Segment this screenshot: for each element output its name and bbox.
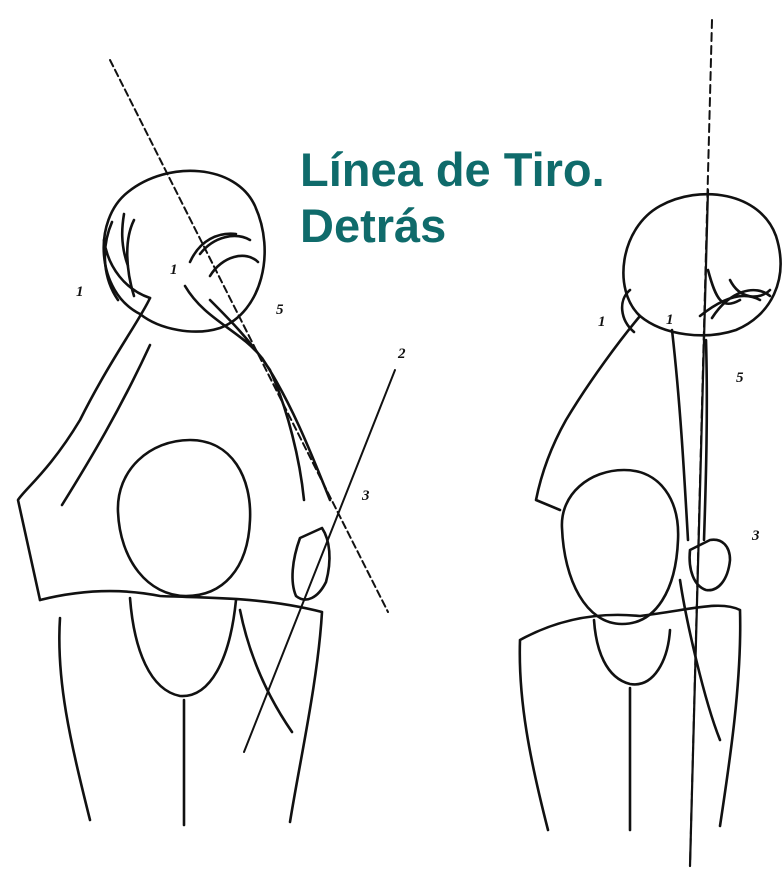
left-head [116,438,252,598]
left-label-2: 2 [397,346,406,362]
title-line-1: Línea de Tiro. [300,143,605,196]
left-label-5: 5 [276,302,284,318]
slide-title: Línea de Tiro. Detrás [300,142,605,254]
left-player-figure: 1 1 5 2 3 [16,59,406,827]
right-label-5: 5 [736,370,744,386]
left-secondary-line [243,369,396,753]
left-forearm-block [291,526,331,601]
right-hand-fingers [706,268,772,306]
right-player-figure: 1 1 5 3 [518,19,782,868]
left-hand-fingers-right [188,232,260,278]
right-shooting-line-solid [688,188,710,868]
right-label-3: 3 [751,528,760,544]
right-ball [622,192,782,337]
right-forearm-block [688,538,732,592]
right-label-1b: 1 [666,312,674,328]
left-label-3: 3 [361,488,370,504]
left-hand-fingers [102,212,152,302]
left-label-1a: 1 [76,284,84,300]
left-torso [38,589,324,827]
right-torso [518,578,742,832]
title-line-2: Detrás [300,199,447,252]
right-arm-left [534,288,642,512]
left-arm-right [183,284,332,502]
left-shooting-line [109,59,389,613]
right-label-1a: 1 [598,314,606,330]
left-label-1b: 1 [170,262,178,278]
left-ball [102,169,266,333]
right-head [560,468,680,626]
right-arm-right [670,288,772,542]
left-arm-left [16,296,152,602]
